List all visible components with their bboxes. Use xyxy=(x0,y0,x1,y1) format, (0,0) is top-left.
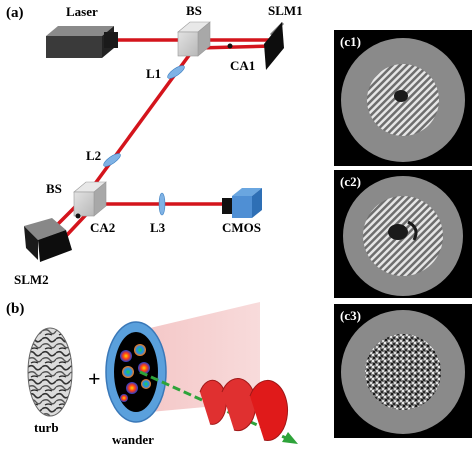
c1-vortex-core xyxy=(394,90,408,102)
lens-l3 xyxy=(158,192,166,216)
wander-screen xyxy=(105,321,167,423)
c1-label: (c1) xyxy=(340,34,361,49)
plus-sign: + xyxy=(88,366,101,391)
c2-vortex-core xyxy=(388,224,408,240)
panel-c2: (c2) xyxy=(334,170,472,298)
cmos-camera: CMOS xyxy=(222,188,262,235)
wander-label: wander xyxy=(112,432,154,447)
ca1-label: CA1 xyxy=(230,58,255,73)
ca1-aperture-icon xyxy=(227,43,233,49)
slm1-label: SLM1 xyxy=(268,3,303,18)
l3-label: L3 xyxy=(150,220,166,235)
beam-slm1-return xyxy=(197,44,273,50)
lens-l2 xyxy=(103,153,121,167)
laser: Laser xyxy=(46,4,118,58)
panel-b-label: (b) xyxy=(6,301,24,317)
beam-splitter-bottom: BS xyxy=(46,181,107,217)
panel-c1: (c1) xyxy=(334,30,472,166)
ca2-label: CA2 xyxy=(90,220,115,235)
laser-label: Laser xyxy=(66,4,98,19)
turb-label: turb xyxy=(34,420,59,435)
wavefront-helices xyxy=(199,378,288,441)
slm2: SLM2 xyxy=(14,218,72,287)
bs-bottom-label: BS xyxy=(46,181,62,196)
slm1: SLM1 xyxy=(264,3,303,70)
l2-label: L2 xyxy=(86,148,101,163)
panel-a: (a) Laser BS CA1 xyxy=(6,3,303,287)
panel-c3: (c3) xyxy=(334,304,472,438)
cmos-label: CMOS xyxy=(222,220,261,235)
panel-b: (b) turb + wander xyxy=(6,301,298,447)
l1-label: L1 xyxy=(146,66,161,81)
panel-a-label: (a) xyxy=(6,5,24,21)
arrow-head-icon xyxy=(282,432,298,444)
bs-top-label: BS xyxy=(186,3,202,18)
c3-speckle-pattern xyxy=(365,334,441,410)
beam-splitter-top: BS xyxy=(177,3,211,57)
ca2-aperture-icon xyxy=(75,213,81,219)
lens-l1 xyxy=(167,65,185,79)
c3-label: (c3) xyxy=(340,308,361,323)
c2-label: (c2) xyxy=(340,174,361,189)
slm2-label: SLM2 xyxy=(14,272,49,287)
turbulence-phase-screen xyxy=(27,327,73,417)
